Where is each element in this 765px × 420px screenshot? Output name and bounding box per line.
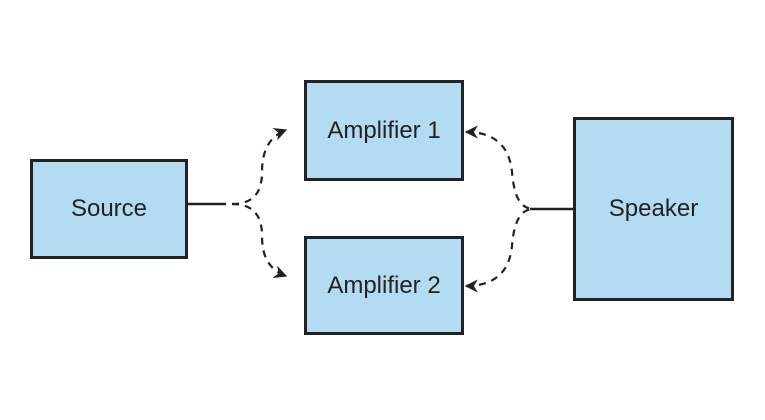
edge-amplifier-2-to-speaker	[464, 207, 535, 293]
edge-amplifier-1-to-speaker	[464, 125, 535, 211]
speaker-box: Speaker	[573, 117, 734, 301]
amplifier-2-box: Amplifier 2	[304, 236, 464, 335]
amplifier-1-box: Amplifier 1	[304, 80, 464, 181]
edge-source-to-amplifier-1	[231, 127, 288, 206]
amplifier-2-label: Amplifier 2	[327, 271, 441, 299]
source-label: Source	[70, 195, 148, 222]
speaker-label: Speaker	[608, 195, 699, 222]
amplifier-1-label: Amplifier 1	[327, 116, 441, 144]
edge-source-to-amplifier-2	[231, 202, 288, 279]
source-box: Source	[30, 159, 188, 259]
